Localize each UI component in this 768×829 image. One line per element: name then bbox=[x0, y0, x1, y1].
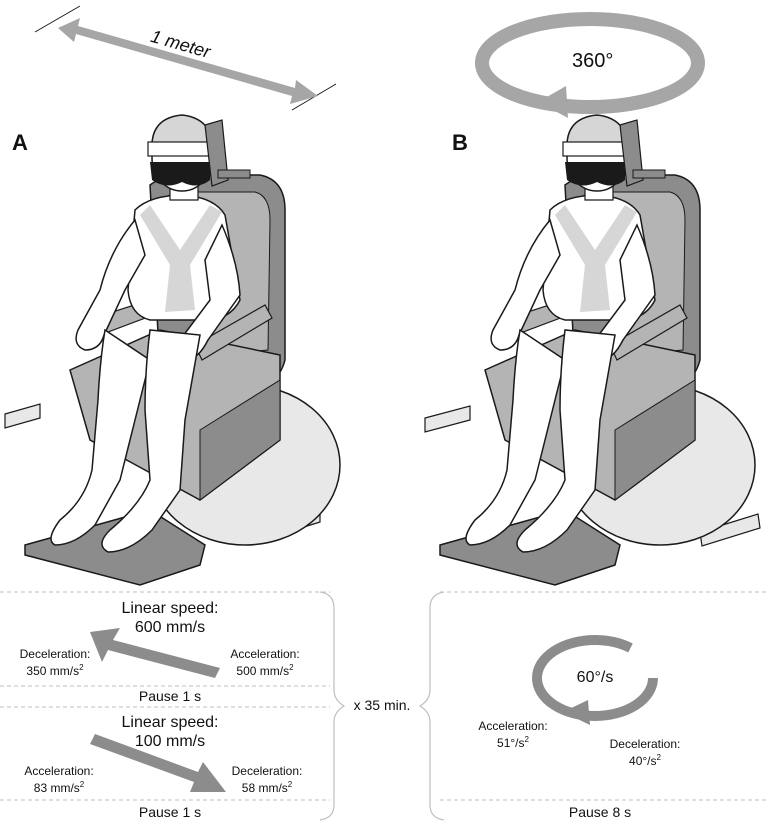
rotation-indicator bbox=[475, 12, 705, 118]
rail-left-end-b bbox=[424, 405, 471, 433]
distance-indicator bbox=[34, 5, 337, 111]
slow-acceleration-title: Acceleration: bbox=[24, 764, 94, 778]
fast-deceleration-title: Deceleration: bbox=[19, 647, 91, 661]
slow-speed-value: 100 mm/s bbox=[134, 733, 206, 750]
repeat-duration-label: x 35 min. bbox=[346, 697, 418, 714]
rotation-ring bbox=[475, 12, 705, 114]
rotation-speed-ring bbox=[532, 635, 658, 721]
rotation-pause-label: Pause 8 s bbox=[568, 804, 632, 820]
fast-speed-title: Linear speed: bbox=[121, 600, 219, 617]
right-protocol-frame bbox=[418, 591, 768, 821]
fast-deceleration-value: 350 mm/s2 bbox=[26, 663, 84, 678]
rotation-label: 360° bbox=[572, 50, 614, 72]
rotation-speed-arrowhead bbox=[563, 700, 590, 725]
slow-speed-title: Linear speed: bbox=[121, 714, 219, 731]
rotation-acceleration-value: 51°/s2 bbox=[497, 735, 529, 750]
fast-acceleration-title: Acceleration: bbox=[230, 647, 300, 661]
rotation-deceleration-title: Deceleration: bbox=[609, 737, 681, 751]
rotation-speed-label: 60°/s bbox=[576, 669, 614, 686]
slow-movement-arrow bbox=[90, 734, 226, 792]
distance-tick-left bbox=[34, 5, 81, 33]
distance-arrow bbox=[58, 18, 318, 104]
left-protocol-frame bbox=[0, 591, 346, 821]
rotation-acceleration-title: Acceleration: bbox=[478, 719, 548, 733]
panel-label-b: B bbox=[452, 130, 468, 155]
rail-right-end-b bbox=[699, 513, 761, 547]
fast-pause-label: Pause 1 s bbox=[138, 688, 202, 704]
fast-movement-arrow bbox=[90, 628, 220, 678]
slow-pause-label: Pause 1 s bbox=[138, 804, 202, 820]
fast-acceleration-value: 500 mm/s2 bbox=[236, 663, 294, 678]
chair-figure-b bbox=[439, 114, 756, 586]
slow-deceleration-title: Deceleration: bbox=[231, 764, 303, 778]
fast-speed-value: 600 mm/s bbox=[134, 619, 206, 636]
chair-figure-a bbox=[24, 114, 341, 586]
slow-deceleration-value: 58 mm/s2 bbox=[241, 780, 293, 795]
rotation-arrowhead bbox=[538, 86, 568, 118]
rail-left-end bbox=[4, 403, 41, 429]
rotation-deceleration-value: 40°/s2 bbox=[629, 753, 661, 768]
panel-label-a: A bbox=[12, 130, 28, 155]
slow-acceleration-value: 83 mm/s2 bbox=[33, 780, 85, 795]
